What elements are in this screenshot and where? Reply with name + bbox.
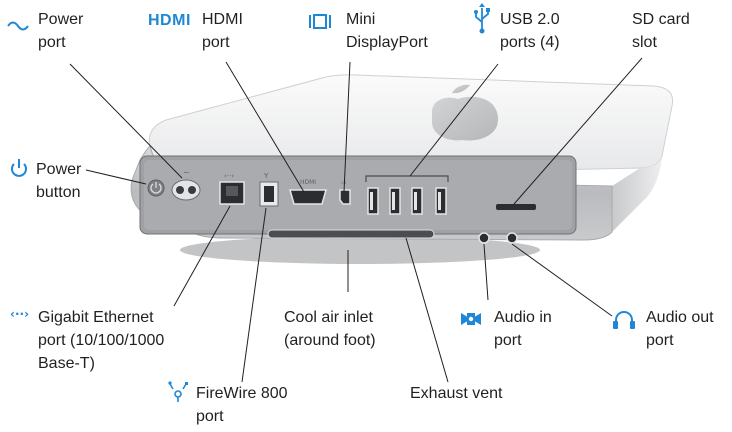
leader-lines (69, 57, 643, 383)
power-port: ~ (171, 168, 201, 201)
leader-exhaust (405, 237, 449, 383)
firewire-icon (168, 381, 188, 402)
leader-power-button (85, 169, 147, 185)
svg-text:▭: ▭ (341, 179, 347, 186)
svg-text:HDMI: HDMI (300, 179, 316, 186)
ethernet-port: ‹··› (219, 172, 245, 205)
svg-text:‹··›: ‹··› (224, 172, 234, 180)
power-button-icon (11, 159, 27, 177)
audio-out-jack (506, 232, 518, 244)
hdmi-icon: HDMI (148, 12, 191, 29)
leader-sd (513, 57, 643, 205)
label-cool-air-inlet: Cool air inlet(around foot) (284, 309, 376, 349)
svg-text:~: ~ (183, 168, 190, 177)
leader-power-port (69, 63, 183, 179)
power-port-icon (7, 21, 29, 31)
leader-usb (409, 63, 499, 177)
audio-in-jack (478, 232, 490, 244)
usb-icon (474, 3, 490, 34)
firewire-port: Y (259, 172, 279, 207)
leader-firewire (241, 207, 267, 383)
leader-audio-in (483, 243, 489, 301)
ethernet-icon: ‹··› (10, 307, 29, 321)
label-exhaust-vent: Exhaust vent (410, 385, 503, 402)
audio-out-icon (613, 311, 635, 329)
sd-card-slot (496, 204, 536, 210)
svg-text:Y: Y (263, 172, 269, 180)
mini-displayport-port: ▭ (339, 179, 351, 205)
usb-ports (367, 187, 447, 215)
hdmi-port: HDMI (289, 179, 327, 205)
exhaust-vent (267, 229, 435, 239)
leader-mini-dp (343, 61, 351, 193)
leader-hdmi (225, 61, 305, 193)
mini-displayport-icon (309, 14, 331, 29)
audio-in-icon (461, 313, 481, 325)
right-side (612, 156, 662, 232)
leader-ethernet (173, 205, 231, 307)
usb-bracket (365, 175, 449, 182)
apple-logo-icon (432, 84, 499, 141)
leader-audio-out (511, 243, 613, 317)
foot-shadow (180, 236, 540, 264)
